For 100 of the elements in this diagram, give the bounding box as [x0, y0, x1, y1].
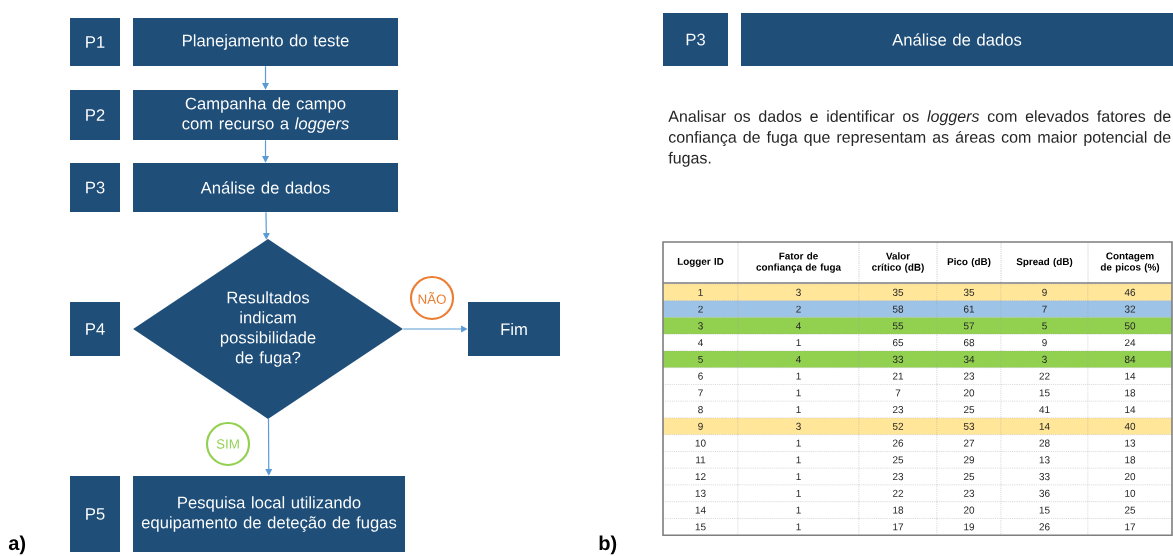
table-cell: 18: [1087, 451, 1173, 469]
table-cell: 32: [1087, 300, 1173, 318]
table-cell: 27: [936, 434, 1002, 452]
table-cell: 35: [858, 283, 938, 301]
table-cell: 2: [737, 300, 860, 318]
table-cell: 11: [662, 451, 739, 469]
table-cell: 50: [1087, 317, 1173, 335]
table-cell: 1: [737, 334, 860, 352]
table-cell: 1: [737, 434, 860, 452]
step-label-box: P5: [70, 476, 120, 552]
table-cell: 36: [1000, 484, 1089, 502]
table-cell: 65: [858, 334, 938, 352]
table-cell: 25: [936, 401, 1002, 419]
table-cell: 1: [737, 484, 860, 502]
table-cell: 13: [1000, 451, 1089, 469]
table-cell: 3: [1000, 350, 1089, 368]
table-cell: 13: [1087, 434, 1173, 452]
header-cell: Fator de confiança de fuga: [737, 241, 860, 284]
table-cell: 57: [936, 317, 1002, 335]
table-cell: 1: [737, 501, 860, 519]
header-cell: Pico (dB): [936, 241, 1002, 284]
table-cell: 35: [936, 283, 1002, 301]
table-cell: 15: [1000, 384, 1089, 402]
table-cell: 1: [662, 283, 739, 301]
process-box: Campanha de campo com recurso a loggers: [133, 90, 398, 140]
table-cell: 55: [858, 317, 938, 335]
table-cell: 3: [662, 317, 739, 335]
table-cell: 9: [1000, 283, 1089, 301]
table-cell: 1: [737, 467, 860, 486]
header-cell: Contagem de picos (%): [1087, 241, 1173, 284]
table-cell: 58: [858, 300, 938, 318]
table-cell: 1: [737, 451, 860, 469]
table-cell: 40: [1087, 417, 1173, 435]
table-cell: 1: [737, 384, 860, 402]
table-cell: 23: [858, 467, 938, 486]
table-cell: 20: [936, 384, 1002, 402]
table-cell: 5: [662, 350, 739, 368]
step-label-box: P2: [70, 90, 120, 140]
table-cell: 24: [1087, 334, 1173, 352]
table-cell: 1: [737, 401, 860, 419]
table-cell: 29: [936, 451, 1002, 469]
table-cell: 25: [1087, 501, 1173, 519]
table-cell: 5: [1000, 317, 1089, 335]
table-cell: 33: [858, 350, 938, 368]
table-cell: 3: [737, 417, 860, 435]
table-cell: 15: [1000, 501, 1089, 519]
table-cell: 33: [1000, 467, 1089, 486]
table-cell: 22: [858, 484, 938, 502]
table-cell: 9: [1000, 334, 1089, 352]
table-cell: 7: [1000, 300, 1089, 318]
table-cell: 18: [1087, 384, 1173, 402]
table-cell: 3: [737, 283, 860, 301]
edge-label: NÃO: [409, 275, 455, 321]
table-cell: 14: [1087, 401, 1173, 419]
header-cell: Valor crítico (dB): [858, 241, 938, 284]
table-cell: 20: [1087, 467, 1173, 486]
table-cell: 4: [737, 317, 860, 335]
table-cell: 18: [858, 501, 938, 519]
table-cell: 25: [936, 467, 1002, 486]
panel-label: a): [8, 535, 26, 555]
table-cell: 41: [1000, 401, 1089, 419]
table-cell: 23: [936, 367, 1002, 385]
process-box: Planejamento do teste: [133, 18, 398, 66]
table-cell: 20: [936, 501, 1002, 519]
table-cell: 25: [858, 451, 938, 469]
step-label-box: P1: [70, 18, 120, 66]
table-cell: 34: [936, 350, 1002, 368]
table-cell: 23: [936, 484, 1002, 502]
table-cell: 4: [737, 350, 860, 368]
edge-label: SIM: [205, 421, 251, 467]
table-cell: 26: [858, 434, 938, 452]
table-cell: 53: [936, 417, 1002, 435]
step-label-box: P4: [70, 302, 120, 356]
process-box: Pesquisa local utilizando equipamento de deteção de fugas: [133, 476, 405, 552]
process-box: Fim: [468, 302, 560, 356]
table-cell: 10: [1087, 484, 1173, 502]
table-cell: 46: [1087, 283, 1173, 301]
header-cell: Spread (dB): [1000, 241, 1089, 284]
panel-label: b): [599, 535, 617, 555]
table-cell: 68: [936, 334, 1002, 352]
paragraph: Analisar os dados e identificar os loggers com elevados fatores de confiança de fuga que representam as áreas com maior potencial de fugas.: [668, 110, 1171, 167]
table-cell: 52: [858, 417, 938, 435]
table-cell: 8: [662, 401, 739, 419]
table-cell: 22: [1000, 367, 1089, 385]
step-label-box: P3: [70, 163, 120, 212]
table-cell: 12: [662, 467, 739, 486]
table-cell: 14: [1087, 367, 1173, 385]
table-cell: 4: [662, 334, 739, 352]
process-box: Análise de dados: [741, 13, 1173, 66]
step-label-box: P3: [663, 13, 728, 66]
table-cell: 61: [936, 300, 1002, 318]
table-cell: 14: [1000, 417, 1089, 435]
table-cell: 28: [1000, 434, 1089, 452]
header-cell: Logger ID: [662, 241, 739, 284]
table-cell: 7: [662, 384, 739, 402]
table-cell: 23: [858, 401, 938, 419]
process-box: Análise de dados: [133, 163, 398, 212]
table-cell: 84: [1087, 350, 1173, 368]
table-cell: 7: [858, 384, 938, 402]
table-cell: 1: [737, 367, 860, 385]
